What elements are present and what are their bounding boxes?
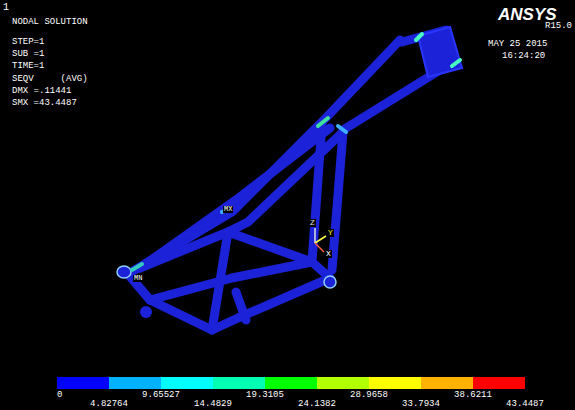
contour-value: 43.4487 [506, 400, 544, 409]
contour-value: 0 [57, 391, 62, 400]
contour-value: 38.6211 [454, 391, 492, 400]
solution-info: SMX =43.4487 [12, 99, 77, 108]
contour-value: 28.9658 [350, 391, 388, 400]
run-date: MAY 25 2015 [488, 40, 547, 49]
solution-info: SUB =1 [12, 50, 44, 59]
solution-info: TIME=1 [12, 62, 44, 71]
solution-info: SEQV (AVG) [12, 75, 88, 84]
max-marker: MX [223, 206, 233, 213]
plot-type: NODAL SOLUTION [12, 18, 88, 27]
window-number: 1 [3, 3, 9, 13]
min-marker: MN [133, 275, 143, 282]
contour-value: 14.4829 [194, 400, 232, 409]
contour-value: 24.1382 [298, 400, 336, 409]
axis-label: X [325, 250, 332, 258]
contour-value: 9.65527 [142, 391, 180, 400]
contour-value: 4.82764 [90, 400, 128, 409]
contour-value: 33.7934 [402, 400, 440, 409]
run-time: 16:24:20 [502, 52, 545, 61]
contour-bar [57, 377, 525, 389]
solution-info: DMX =.11441 [12, 87, 71, 96]
axis-label: Y [327, 229, 334, 237]
axis-label: Z [309, 219, 316, 227]
solution-info: STEP=1 [12, 38, 44, 47]
software-version: R15.0 [545, 22, 572, 31]
software-name: ANSYS [498, 6, 557, 23]
contour-value: 19.3105 [246, 391, 284, 400]
